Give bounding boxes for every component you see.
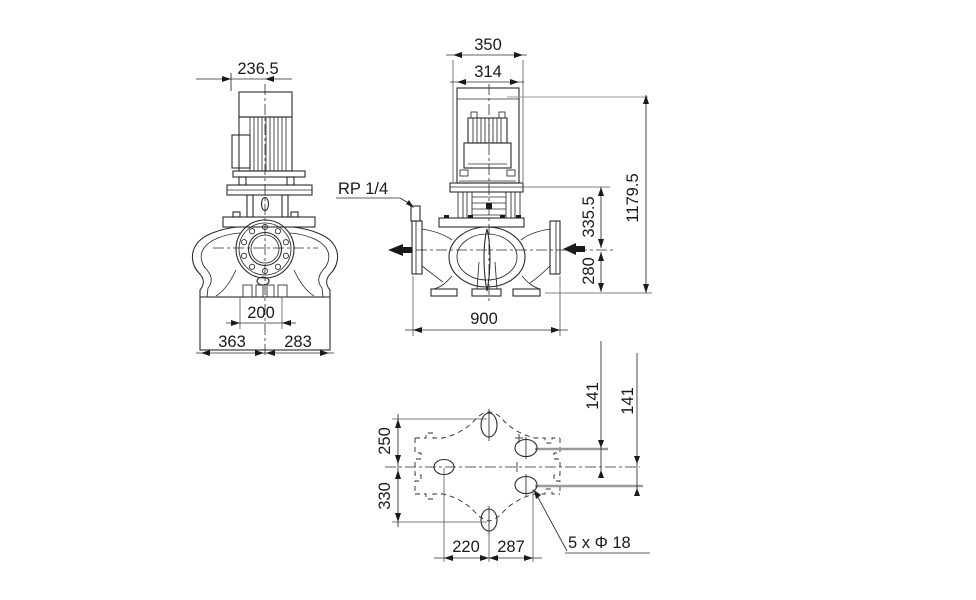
dim-front-motor-width: 236.5 xyxy=(196,60,292,91)
callout-text-5xd18: 5 x Φ 18 xyxy=(568,534,631,552)
dim-plan-rows: 141 141 xyxy=(584,341,640,496)
side-motor-fins xyxy=(472,118,502,143)
dim-text-200: 200 xyxy=(247,304,275,322)
dim-text-335-5: 335.5 xyxy=(580,196,598,237)
dim-side-heights: 335.5 280 1179.5 xyxy=(507,95,652,294)
label-rp14: RP 1/4 xyxy=(338,180,388,198)
terminal-box xyxy=(231,134,251,169)
dim-text-141-bottom: 141 xyxy=(619,387,637,415)
side-stool xyxy=(438,182,525,228)
dim-front-base-widths: 363 283 xyxy=(196,333,334,356)
coupling-window xyxy=(260,196,270,212)
dim-side-length: 900 xyxy=(405,276,568,336)
dim-plan-offsets: 250 330 xyxy=(376,414,487,527)
discharge-flange xyxy=(411,220,423,275)
plan-baseplate-outline xyxy=(414,411,561,522)
front-motor-stool xyxy=(222,184,316,228)
dim-plan-hole-spacing: 220 287 xyxy=(434,468,542,562)
dim-text-287: 287 xyxy=(497,538,525,556)
dim-text-236-5: 236.5 xyxy=(237,60,278,78)
dim-text-220: 220 xyxy=(452,538,480,556)
front-volute xyxy=(191,219,339,298)
dim-text-363: 363 xyxy=(218,333,246,351)
dim-text-314: 314 xyxy=(474,63,502,81)
front-base xyxy=(199,296,331,351)
side-pump-body xyxy=(388,205,585,297)
suction-flange xyxy=(549,220,561,275)
dim-text-141-top: 141 xyxy=(584,382,602,410)
hole-callout: 5 x Φ 18 xyxy=(533,489,650,554)
flange-bolt-holes xyxy=(241,223,289,275)
dim-text-283: 283 xyxy=(284,333,312,351)
side-motor xyxy=(456,87,520,184)
dim-text-350: 350 xyxy=(474,36,502,54)
dim-side-stool-width: 350 xyxy=(446,36,527,182)
dim-text-280: 280 xyxy=(580,257,598,285)
dim-text-1179-5: 1179.5 xyxy=(624,173,642,222)
gauge-port-boss xyxy=(410,205,421,222)
dim-text-900: 900 xyxy=(470,310,498,328)
coupling-screw xyxy=(486,203,492,209)
plan-bolt-holes xyxy=(433,409,538,534)
flow-arrow-discharge xyxy=(388,244,412,256)
dim-text-250: 250 xyxy=(376,427,394,455)
plan-view: 250 330 141 141 220 287 xyxy=(376,341,650,562)
gauge-port-label: RP 1/4 xyxy=(336,180,414,208)
front-motor xyxy=(231,91,306,186)
front-view: 236.5 xyxy=(191,60,339,356)
dim-front-port-width: 200 xyxy=(226,297,296,329)
dim-text-330: 330 xyxy=(376,482,394,510)
motor-fins xyxy=(249,117,287,171)
dim-side-motor-width: 314 xyxy=(450,63,524,85)
side-view: 350 314 xyxy=(336,36,652,336)
flow-arrow-suction xyxy=(563,243,585,255)
port-flange-circle xyxy=(235,219,295,279)
